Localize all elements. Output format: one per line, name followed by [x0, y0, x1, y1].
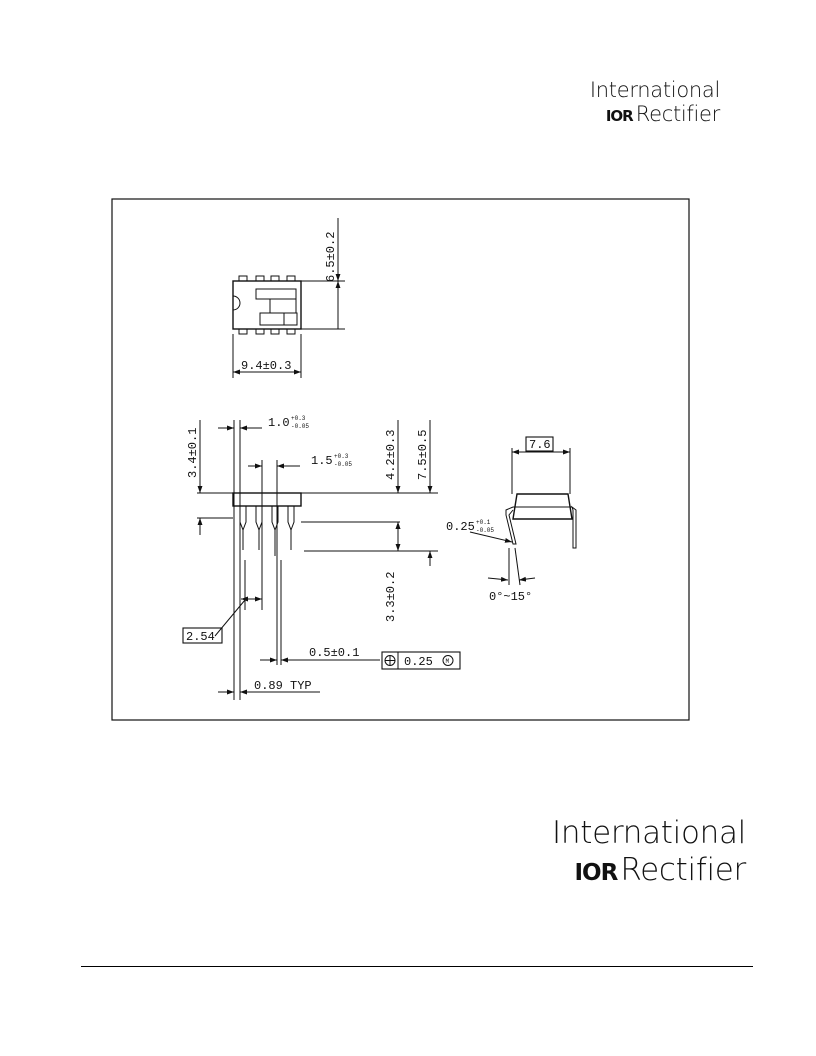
- lead-thick-dim-label: 0.25: [446, 520, 475, 534]
- top-view: [232, 218, 345, 378]
- ior-logo-mark: IOR: [574, 860, 618, 886]
- footer-rule: [81, 966, 753, 967]
- logo-international-text: International: [552, 815, 746, 851]
- lead-width-tol-minus: -0.05: [291, 423, 309, 430]
- mmc-symbol: M: [446, 658, 450, 665]
- lead-width2-tol-plus: +0.3: [334, 453, 349, 460]
- lead-width2-dim-label: 1.5: [311, 454, 333, 468]
- angle-dim-label: 0°~15°: [489, 590, 532, 604]
- lead-thick-tol-minus: -0.05: [476, 527, 494, 534]
- ior-logo-mark: IOR: [605, 107, 634, 125]
- length-dim-label: 9.4±0.3: [241, 359, 291, 373]
- company-logo-top: International IOR Rectifier: [590, 80, 720, 125]
- dimension-labels: 6.5±0.2 9.4±0.3 3.4±0.1 4.2±0.3 7.5±0.5 …: [186, 232, 551, 693]
- drawing-frame: [111, 198, 690, 721]
- overall-height-dim-label: 7.5±0.5: [416, 430, 430, 480]
- lead-thick-tol-plus: +0.1: [476, 519, 491, 526]
- lead-dia-dim-label: 0.5±0.1: [309, 646, 359, 660]
- lead-width-tol-plus: +0.3: [291, 415, 306, 422]
- seat-height-dim-label: 4.2±0.3: [384, 430, 398, 480]
- side-view: [182, 420, 461, 700]
- row-spacing-dim-label: 7.6: [529, 438, 551, 452]
- logo-rectifier-text: Rectifier: [635, 102, 721, 126]
- lead-length-dim-label: 3.3±0.2: [384, 572, 398, 622]
- body-height-dim-label: 3.4±0.1: [186, 428, 200, 478]
- height-dim-label: 6.5±0.2: [324, 232, 338, 282]
- lead-width2-tol-minus: -0.05: [334, 461, 352, 468]
- lead-width-dim-label: 1.0: [268, 416, 290, 430]
- company-logo-bottom: International IOR Rectifier: [552, 818, 746, 886]
- shoulder-dim-label: 0.89 TYP: [254, 679, 312, 693]
- end-view: [469, 436, 577, 586]
- logo-rectifier-text: Rectifier: [620, 852, 746, 888]
- logo-international-text: International: [589, 78, 720, 102]
- pitch-dim-label: 2.54: [186, 630, 215, 644]
- position-tol-label: 0.25: [404, 655, 433, 669]
